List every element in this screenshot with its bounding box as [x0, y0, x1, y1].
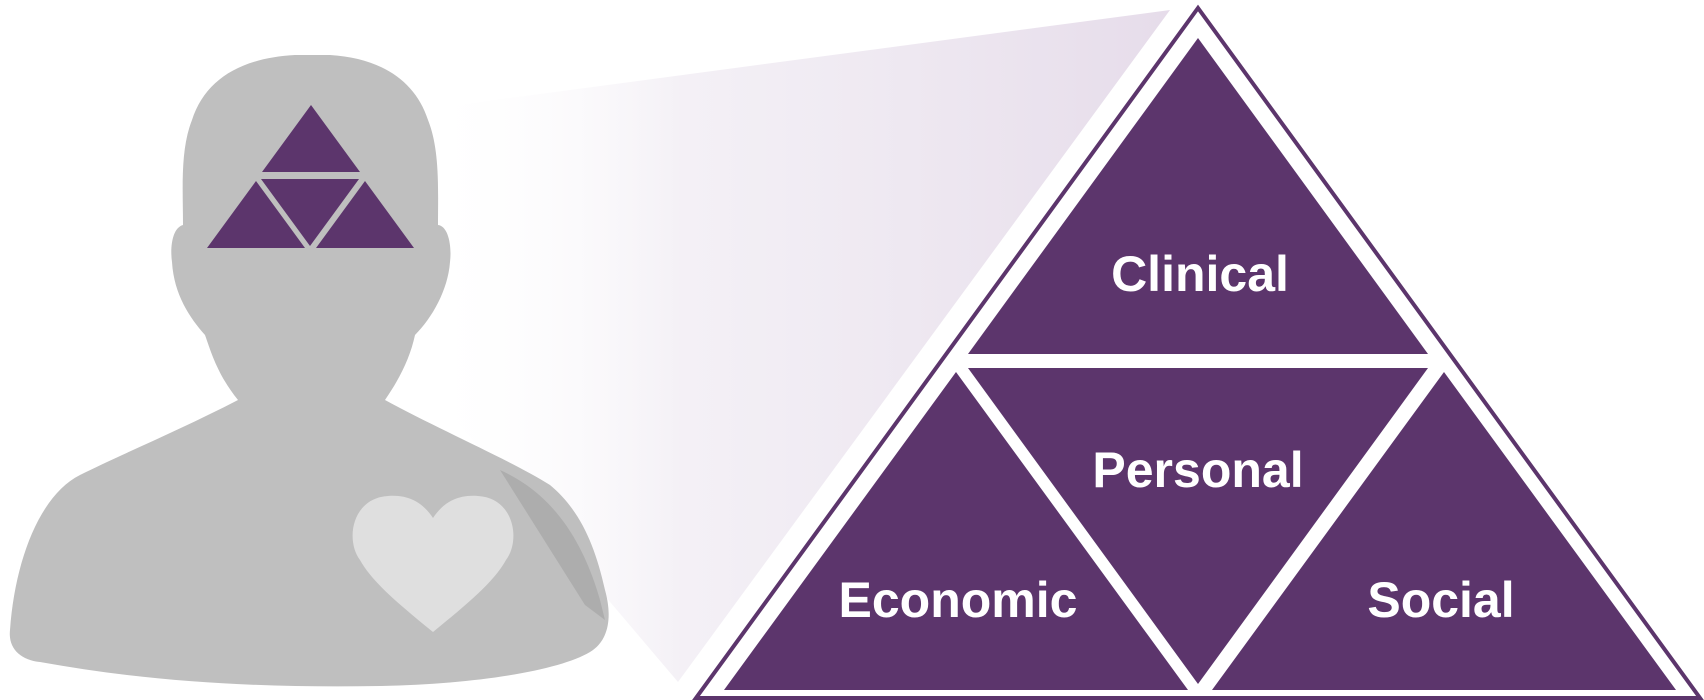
mini-triangle-pyramid-icon: [207, 105, 414, 248]
label-social: Social: [1367, 572, 1514, 628]
label-personal: Personal: [1092, 442, 1303, 498]
main-pyramid: Clinical Personal Economic Social: [692, 4, 1704, 700]
triangle-personal: [968, 368, 1428, 684]
triangle-clinical: [968, 38, 1428, 354]
heart-icon: [352, 495, 514, 632]
projection-beam: [420, 10, 1170, 682]
pyramid-outline: [692, 4, 1704, 700]
label-clinical: Clinical: [1111, 246, 1289, 302]
label-economic: Economic: [839, 572, 1078, 628]
triangle-social: [1212, 372, 1676, 690]
triangle-economic: [724, 372, 1188, 690]
